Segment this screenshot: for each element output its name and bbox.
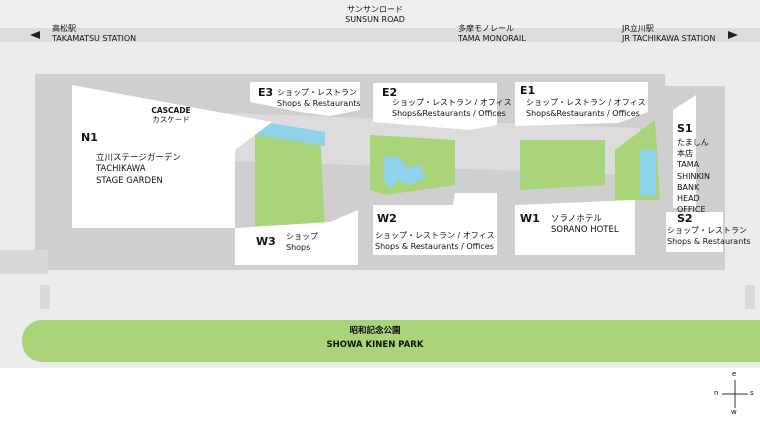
block-desc-n1: 立川ステージガーデン TACHIKAWA STAGE GARDEN (96, 153, 181, 187)
arrow-left-icon (30, 31, 40, 39)
s1-l2: 本店 (677, 149, 693, 159)
e1-jp: ショップ・レストラン / オフィス (526, 98, 646, 107)
w3-en: Shops (286, 242, 311, 252)
sunsun-road-label: サンサンロード SUNSUN ROAD (330, 5, 420, 25)
w3-jp: ショップ (286, 232, 318, 241)
block-code-e2: E2 (382, 86, 398, 99)
n1-en1: TACHIKAWA (96, 164, 146, 175)
block-desc-w1: ソラノホテル SORANO HOTEL (551, 214, 619, 237)
compass-e: e (732, 370, 737, 378)
block-code-e3: E3 (258, 86, 274, 99)
building-n1 (72, 85, 272, 228)
s1-l4: SHINKIN (677, 171, 711, 181)
east-water (640, 150, 656, 196)
takamatsu-station-en: TAKAMATSU STATION (52, 34, 137, 43)
s1-l1: たましん (677, 138, 709, 147)
building-s1 (673, 95, 696, 208)
w2-jp: ショップ・レストラン / オフィス (375, 231, 495, 240)
park-jp: 昭和記念公園 (349, 326, 401, 336)
e1-en: Shops&Restaurants / Offices (526, 108, 640, 118)
jr-tachikawa-station-jp: JR立川駅 (622, 24, 654, 33)
block-desc-e1: ショップ・レストラン / オフィス Shops&Restaurants / Of… (526, 98, 646, 120)
building-s2 (666, 212, 723, 252)
w1-en: SORANO HOTEL (551, 225, 619, 236)
block-desc-w2: ショップ・レストラン / オフィス Shops & Restaurants / … (375, 231, 495, 253)
block-desc-e2: ショップ・レストラン / オフィス Shops&Restaurants / Of… (392, 98, 512, 120)
building-w2 (373, 193, 497, 255)
s1-l3: TAMA (677, 160, 700, 170)
s1-l6: HEAD (677, 193, 700, 203)
west-ramp (0, 250, 48, 274)
monorail-road (0, 28, 760, 42)
block-code-n1: N1 (81, 131, 98, 144)
e3-jp: ショップ・レストラン (277, 88, 357, 97)
w1-jp: ソラノホテル (551, 214, 602, 224)
pond-water (383, 155, 425, 190)
cascade-en: CASCADE (151, 106, 191, 115)
arrow-right-icon (728, 31, 738, 39)
building-w3 (235, 210, 358, 265)
building-e3 (250, 82, 360, 116)
green-area-center (370, 135, 455, 195)
green-area-west (255, 130, 325, 230)
building-e2 (373, 83, 497, 130)
s1-l7: OFFICE (677, 205, 706, 215)
cascade-jp: カスケード (152, 115, 190, 125)
sunsun-road-jp: サンサンロード (347, 5, 403, 14)
compass-s: s (750, 389, 754, 397)
block-code-s2: S2 (677, 212, 693, 225)
s2-en: Shops & Restaurants (667, 236, 751, 246)
park-en: SHOWA KINEN PARK (326, 339, 424, 350)
block-code-w3: W3 (256, 235, 276, 248)
w2-en: Shops & Restaurants / Offices (375, 241, 494, 251)
e3-en: Shops & Restaurants (277, 98, 361, 108)
compass-w: w (731, 408, 737, 416)
block-desc-e3: ショップ・レストラン Shops & Restaurants (277, 88, 361, 110)
block-code-s1: S1 (677, 122, 693, 135)
cascade-label: CASCADE カスケード (146, 106, 196, 125)
takamatsu-station-jp: 高松駅 (52, 24, 76, 33)
tama-monorail-jp: 多摩モノレール (458, 24, 514, 33)
sunsun-road-en: SUNSUN ROAD (345, 15, 405, 24)
takamatsu-station-label: 高松駅 TAKAMATSU STATION (52, 24, 136, 44)
block-code-e1: E1 (520, 84, 536, 97)
s2-jp: ショップ・レストラン (667, 226, 747, 235)
block-desc-s1: たましん 本店 TAMA SHINKIN BANK HEAD OFFICE (677, 137, 710, 215)
tama-monorail-en: TAMA MONORAIL (458, 34, 526, 43)
n1-jp: 立川ステージガーデン (96, 153, 181, 163)
green-area-east (520, 140, 605, 190)
block-code-w2: W2 (377, 212, 397, 225)
crosswalk-left (40, 285, 50, 309)
e2-en: Shops&Restaurants / Offices (392, 108, 506, 118)
jr-tachikawa-station-label: JR立川駅 JR TACHIKAWA STATION (622, 24, 715, 44)
showa-kinen-park (22, 320, 760, 362)
building-w1 (515, 200, 635, 255)
compass-n: n (714, 389, 719, 397)
crosswalk-right (745, 285, 755, 309)
n1-en2: STAGE GARDEN (96, 175, 163, 186)
park-label: 昭和記念公園 SHOWA KINEN PARK (305, 326, 445, 350)
jr-tachikawa-station-en: JR TACHIKAWA STATION (622, 34, 716, 43)
block-desc-s2: ショップ・レストラン Shops & Restaurants (667, 226, 751, 248)
block-code-w1: W1 (520, 212, 540, 225)
s1-l5: BANK (677, 182, 700, 192)
block-desc-w3: ショップ Shops (286, 232, 318, 254)
tama-monorail-label: 多摩モノレール TAMA MONORAIL (458, 24, 526, 44)
building-e1 (515, 82, 648, 126)
e2-jp: ショップ・レストラン / オフィス (392, 98, 512, 107)
